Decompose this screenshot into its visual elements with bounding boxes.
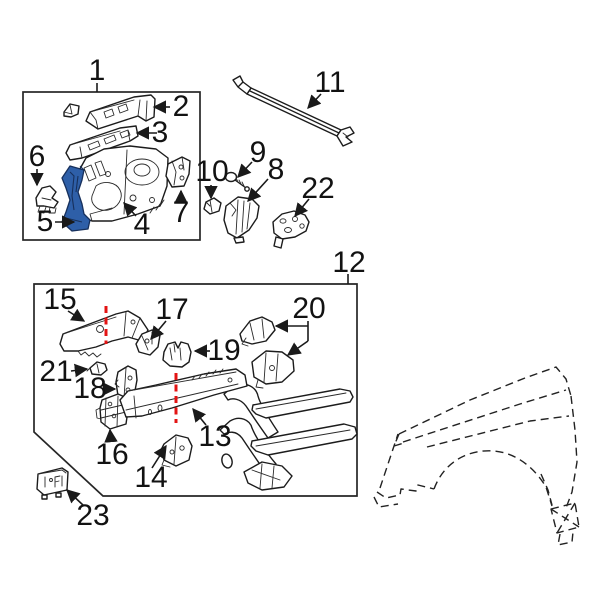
part-11-drawing [232, 75, 355, 147]
part-19-drawing [162, 341, 192, 368]
part-5-drawing-highlighted [61, 165, 91, 232]
part-label-12[interactable]: 12 [332, 246, 366, 279]
part-label-18[interactable]: 18 [73, 372, 107, 405]
part-14-drawing [160, 434, 193, 468]
small-clip-drawing [63, 103, 80, 118]
part-label-4[interactable]: 4 [133, 208, 151, 241]
part-label-6[interactable]: 6 [28, 140, 46, 173]
part-7-drawing [165, 156, 191, 188]
part-21-drawing [86, 361, 108, 376]
part-9-drawing [224, 171, 250, 192]
part-8-drawing [223, 196, 260, 244]
part-6-drawing [35, 185, 59, 214]
part-label-1[interactable]: 1 [88, 54, 106, 87]
part-label-17[interactable]: 17 [155, 293, 189, 326]
part-label-3[interactable]: 3 [151, 116, 169, 149]
part-label-2[interactable]: 2 [172, 90, 190, 123]
part-label-19[interactable]: 19 [207, 334, 241, 367]
part-22-drawing [272, 210, 310, 249]
part-label-16[interactable]: 16 [95, 438, 129, 471]
part-label-21[interactable]: 21 [39, 355, 73, 388]
part-label-11[interactable]: 11 [314, 66, 346, 99]
fender-dashed-outline [373, 366, 580, 546]
part-10-drawing [203, 197, 222, 215]
part-label-8[interactable]: 8 [267, 153, 285, 186]
part-label-5[interactable]: 5 [36, 205, 54, 238]
part-label-15[interactable]: 15 [43, 283, 77, 316]
part-label-7[interactable]: 7 [172, 196, 190, 229]
part-3-drawing [65, 125, 139, 161]
part-4-drawing [75, 145, 169, 222]
part-23-drawing [36, 467, 69, 500]
part-label-23[interactable]: 23 [76, 499, 110, 532]
part-label-9[interactable]: 9 [249, 136, 267, 169]
part-13-drawing [119, 368, 358, 491]
part-label-22[interactable]: 22 [301, 172, 335, 205]
part-label-20[interactable]: 20 [292, 292, 326, 325]
part-label-10[interactable]: 10 [195, 155, 229, 188]
part-2-drawing [85, 94, 156, 130]
part-label-14[interactable]: 14 [134, 461, 168, 494]
part-label-13[interactable]: 13 [198, 420, 232, 453]
callout-leader-lines [30, 83, 349, 507]
